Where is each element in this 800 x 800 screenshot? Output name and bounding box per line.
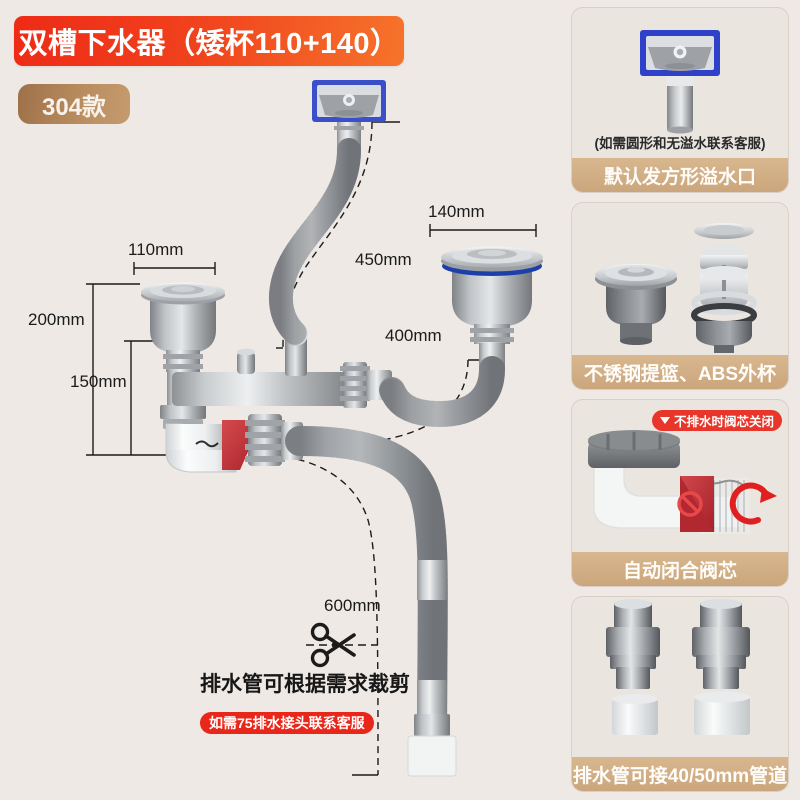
sidebar-panel-basket-caption: 不锈钢提篮、ABS外杯: [572, 355, 788, 389]
overflow-hose: [268, 138, 361, 346]
dimension-label-450mm: 450mm: [355, 250, 412, 269]
overflow-port-square: [312, 80, 386, 150]
left-strainer-110mm: [141, 282, 225, 429]
auto-close-valve-trap: [165, 414, 303, 473]
sidebar-panel-adapter-caption-label: 排水管可接40/50mm管道: [572, 765, 788, 787]
cut-contact-pill[interactable]: 如需75排水接头联系客服: [200, 712, 374, 734]
cut-contact-pill-label: 如需75排水接头联系客服: [209, 715, 365, 731]
basket-strainer-illustration: [595, 223, 757, 353]
dimension-label-400mm: 400mm: [385, 326, 442, 345]
right-drain-hose: [379, 356, 505, 428]
sidebar-panel-valve[interactable]: 不排水时阀芯关闭 自动闭合阀芯: [572, 400, 788, 586]
pipe-adapter-illustration: [606, 599, 750, 735]
sidebar-panel-overflow[interactable]: (如需圆形和无溢水联系客服) 默认发方形溢水口: [572, 8, 788, 192]
right-strainer-140mm: [441, 246, 543, 369]
sidebar-panel-valve-image: 不排水时阀芯关闭: [572, 400, 788, 552]
dimension-label-150mm: 150mm: [70, 372, 127, 391]
sidebar-panel-overflow-image: (如需圆形和无溢水联系客服): [572, 8, 788, 158]
model-badge-label: 304款: [41, 93, 107, 121]
sidebar-panel-adapter-caption: 排水管可接40/50mm管道: [572, 757, 788, 791]
valve-state-badge: 不排水时阀芯关闭: [651, 410, 782, 431]
dimension-label-600mm: 600mm: [324, 596, 381, 615]
plumbing-assembly-diagram: [86, 80, 543, 777]
sidebar-panel-adapter[interactable]: 排水管可接40/50mm管道: [572, 597, 788, 791]
main-drain-hose: [285, 426, 457, 777]
auto-close-valve-illustration: [588, 430, 777, 534]
model-badge: 304款: [18, 84, 130, 124]
scissors-icon: [310, 622, 356, 668]
sidebar-panel-valve-caption: 自动闭合阀芯: [572, 552, 788, 586]
dimension-label-110mm: 110mm: [128, 240, 184, 259]
sidebar-panel-basket-image: [572, 203, 788, 355]
sidebar-panel-overflow-caption: 默认发方形溢水口: [572, 158, 788, 192]
dimension-label-140mm: 140mm: [428, 202, 485, 221]
sidebar-panel-basket-caption-label: 不锈钢提篮、ABS外杯: [583, 363, 777, 385]
page-title-banner: 双槽下水器（矮杯110+140）: [14, 16, 404, 66]
sidebar-panel-overflow-note: (如需圆形和无溢水联系客服): [594, 136, 766, 151]
sidebar-panel-overflow-caption-label: 默认发方形溢水口: [603, 166, 756, 188]
sidebar-panel-valve-caption-label: 自动闭合阀芯: [622, 560, 737, 582]
sidebar-panel-adapter-image: [572, 597, 788, 757]
valve-state-badge-label: 不排水时阀芯关闭: [673, 415, 774, 429]
cut-instruction-text: 排水管可根据需求裁剪: [200, 673, 410, 696]
dimension-label-200mm: 200mm: [28, 310, 85, 329]
page-title: 双槽下水器（矮杯110+140）: [18, 28, 400, 60]
sidebar-panel-basket[interactable]: 不锈钢提篮、ABS外杯: [572, 203, 788, 389]
overflow-port-illustration: [640, 30, 720, 134]
triangle-down-icon: [659, 417, 670, 424]
